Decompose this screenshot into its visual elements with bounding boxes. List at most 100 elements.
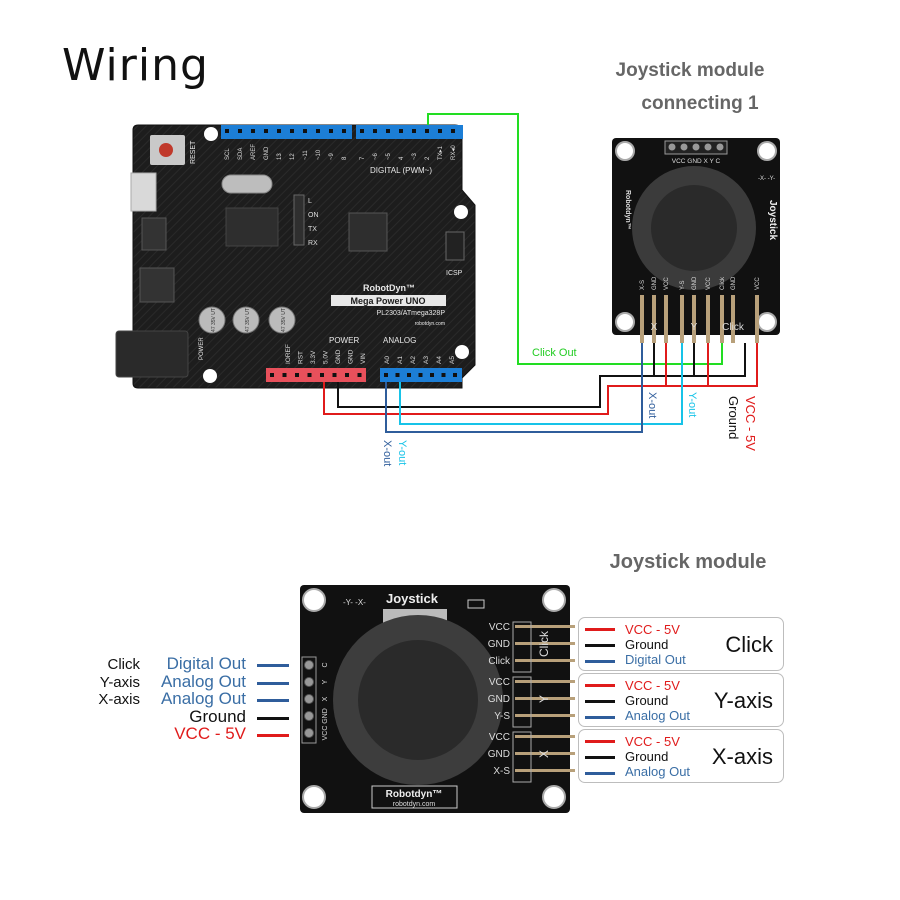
website-label: robotdyn.com xyxy=(415,321,445,327)
legend-line-label: VCC - 5V xyxy=(625,678,680,693)
pin-label: ~10 xyxy=(316,149,322,160)
capacitor-label: 47 35V UT xyxy=(245,308,251,332)
module-website: robotdyn.com xyxy=(393,801,436,808)
header-pin xyxy=(282,373,287,377)
pin-label: Y xyxy=(322,679,329,684)
pin-label: 8 xyxy=(342,156,348,160)
power-jack xyxy=(115,330,189,378)
pin-label: Click xyxy=(488,656,511,667)
pin-label: ~6 xyxy=(373,152,379,160)
wire-y-out xyxy=(399,343,683,425)
pin-group-bracket xyxy=(512,676,532,728)
pin-group-label: Y xyxy=(691,322,698,333)
legend-wire-swatch xyxy=(585,716,615,719)
legend-wire-swatch xyxy=(585,700,615,703)
legend-wire-swatch xyxy=(585,644,615,647)
legend-line-label: Analog Out xyxy=(625,764,691,779)
pin-group-bracket xyxy=(512,621,532,673)
wire-x-out xyxy=(385,343,643,433)
pin-label: VCC xyxy=(489,677,510,688)
pin-label: GND xyxy=(322,708,329,724)
connecting-title-line2: connecting 1 xyxy=(641,93,759,114)
pin-label: VCC xyxy=(489,622,510,633)
header-pin xyxy=(407,373,411,377)
left-wire-swatch xyxy=(257,699,289,702)
pin-label: TX▸1 xyxy=(438,145,444,160)
smd-pad xyxy=(467,599,485,609)
pin-label: X-S xyxy=(493,766,510,777)
mounting-hole xyxy=(542,785,566,809)
pin-label: Y-S xyxy=(680,281,686,290)
header-pin xyxy=(384,373,388,377)
led-strip xyxy=(293,194,305,246)
pin-label: 5.0V xyxy=(323,350,330,364)
led-label: ON xyxy=(308,212,319,219)
left-pin-signal: Analog Out xyxy=(160,671,246,691)
header-pin xyxy=(304,728,314,738)
header-pin xyxy=(329,129,333,133)
mounting-hole xyxy=(454,205,468,219)
capacitor xyxy=(198,306,226,334)
legend-line-label: Analog Out xyxy=(625,708,691,723)
pin-group-label: Y xyxy=(537,695,551,703)
y-out-label-joystick: Y-out xyxy=(686,392,698,418)
left-pin-name: X-axis xyxy=(98,691,140,708)
legend-line-label: Ground xyxy=(625,637,669,652)
module-title: Joystick module xyxy=(609,551,767,573)
legend-line-label: VCC - 5V xyxy=(625,734,680,749)
mounting-hole xyxy=(455,345,469,359)
joystick-knob-cap xyxy=(358,640,478,760)
left-wire-swatch xyxy=(257,681,289,685)
header-pin xyxy=(515,714,575,717)
pin-label: GND xyxy=(335,349,342,364)
header-pin xyxy=(303,129,307,133)
header-pin xyxy=(238,129,242,133)
capacitor-label: 47 35V UT xyxy=(281,308,287,332)
header-pin xyxy=(515,752,575,755)
header-pin xyxy=(438,129,442,133)
joystick-module-top: VCC GND X Y C Joystick -X- -Y- Robotdyn™… xyxy=(612,138,780,343)
header-pin xyxy=(270,373,274,377)
joystick-top-pins-label: VCC GND X Y C xyxy=(672,158,721,165)
header-pin xyxy=(332,373,337,377)
header-pin xyxy=(290,129,294,133)
digital-header-right xyxy=(356,125,463,139)
legend-title: Y-axis xyxy=(713,688,773,713)
capacitor xyxy=(268,306,296,334)
legend-wire-swatch xyxy=(585,740,615,743)
left-pin-signal: Analog Out xyxy=(160,689,246,708)
module-board-name: Joystick xyxy=(386,591,439,606)
pin-label: ~3 xyxy=(412,152,418,160)
header-pin xyxy=(399,129,403,133)
wire-click-out xyxy=(427,113,723,365)
capacitor xyxy=(232,306,260,334)
mounting-hole xyxy=(302,785,326,809)
header-pin xyxy=(515,659,575,662)
pin-label: IOREF xyxy=(285,344,292,364)
left-pin-name: Click xyxy=(107,656,141,673)
header-pin xyxy=(441,373,446,377)
model-label: Mega Power UNO xyxy=(350,296,425,306)
y-out-label-arduino: Y-out xyxy=(396,440,408,466)
header-pin xyxy=(692,295,696,343)
capacitor-label: 47 35V UT xyxy=(211,308,217,332)
pin-label: GND xyxy=(692,276,698,290)
header-pin xyxy=(225,129,229,133)
pin-group-label: X xyxy=(537,750,551,758)
led-label: TX xyxy=(308,226,317,233)
header-pin xyxy=(704,143,712,151)
wire-ground xyxy=(337,343,746,408)
regulator xyxy=(141,217,167,251)
header-pin xyxy=(304,660,314,670)
pin-label: A1 xyxy=(397,356,404,364)
pin-label: GND xyxy=(488,639,510,650)
pin-label: VIN xyxy=(360,353,367,364)
wire-vcc xyxy=(323,343,758,415)
pin-label: A3 xyxy=(423,356,430,364)
header-pin xyxy=(251,129,255,133)
ground-label: Ground xyxy=(726,396,741,440)
